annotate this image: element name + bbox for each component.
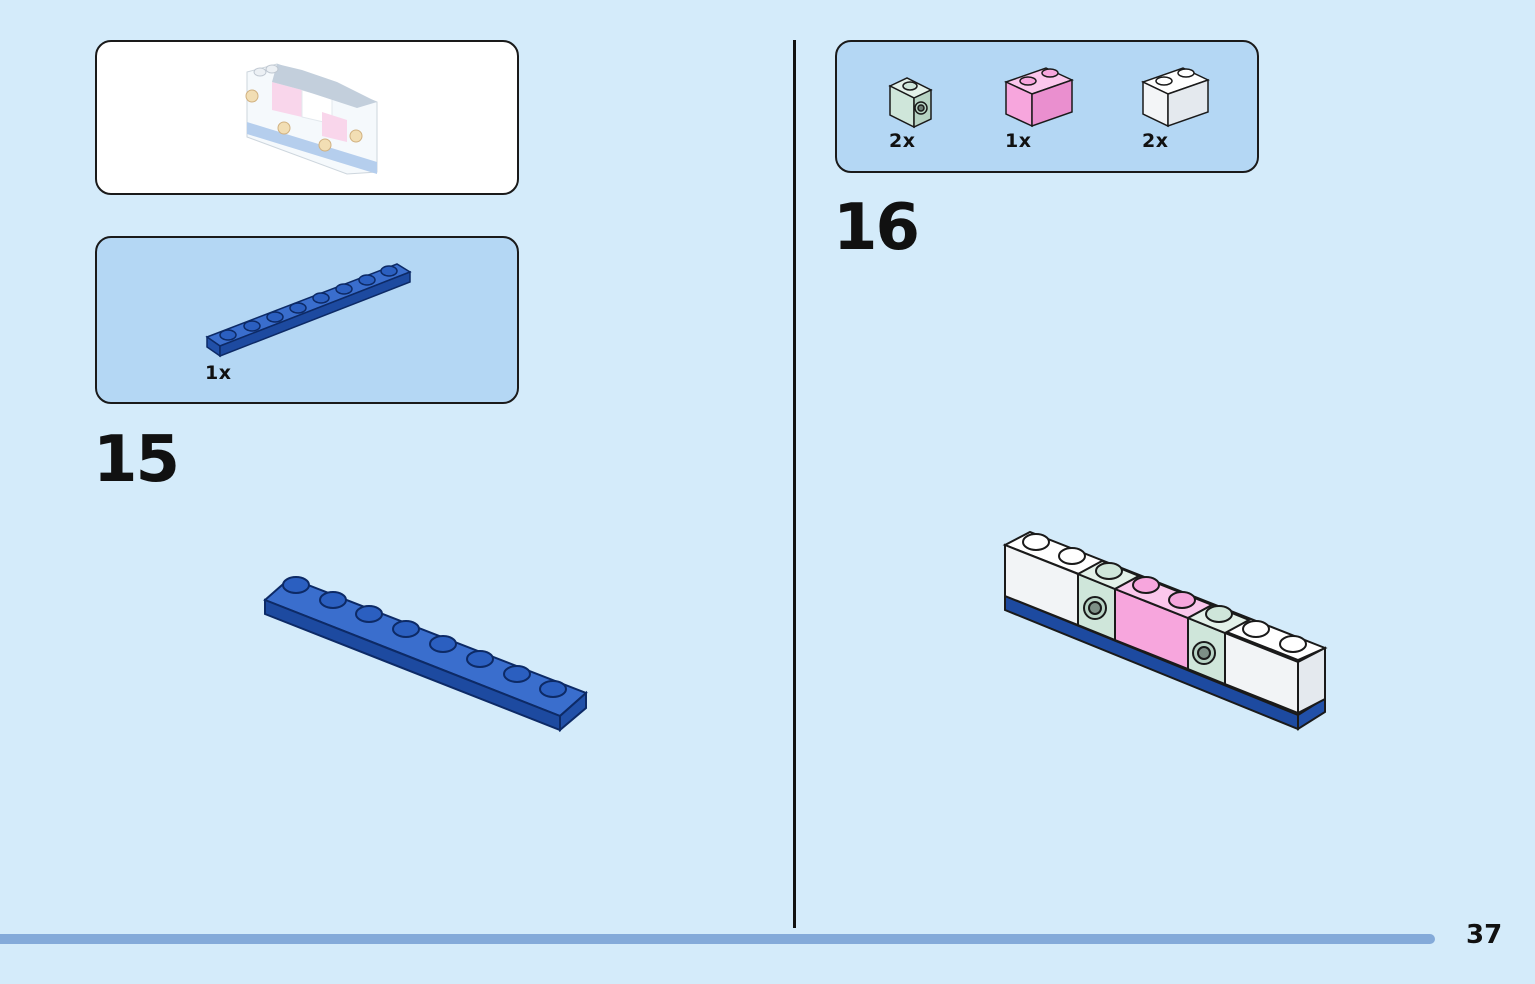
step-number-15: 15: [93, 423, 180, 497]
page-divider: [793, 40, 796, 928]
pink-brick-1x2-icon: [1004, 67, 1074, 128]
part-qty: 1x: [1005, 130, 1032, 152]
blue-plate-1x8-icon: [205, 263, 412, 358]
parts-icons: [888, 67, 1210, 129]
page-number: 37: [1466, 920, 1503, 950]
mint-brick-1x1-icon: [888, 77, 933, 129]
white-brick-1x2-icon: [1141, 67, 1210, 128]
preview-box: [95, 40, 519, 195]
step-number-16: 16: [833, 191, 920, 265]
progress-bar: [0, 934, 1435, 944]
part-qty: 2x: [889, 130, 916, 152]
part-qty: 1x: [205, 362, 232, 384]
part-qty: 2x: [1142, 130, 1169, 152]
assembly-thumbnail-icon: [245, 63, 378, 175]
parts-list-box-step-16: 2x 1x 2x: [835, 40, 1259, 173]
parts-list-box-step-15: 1x: [95, 236, 519, 404]
